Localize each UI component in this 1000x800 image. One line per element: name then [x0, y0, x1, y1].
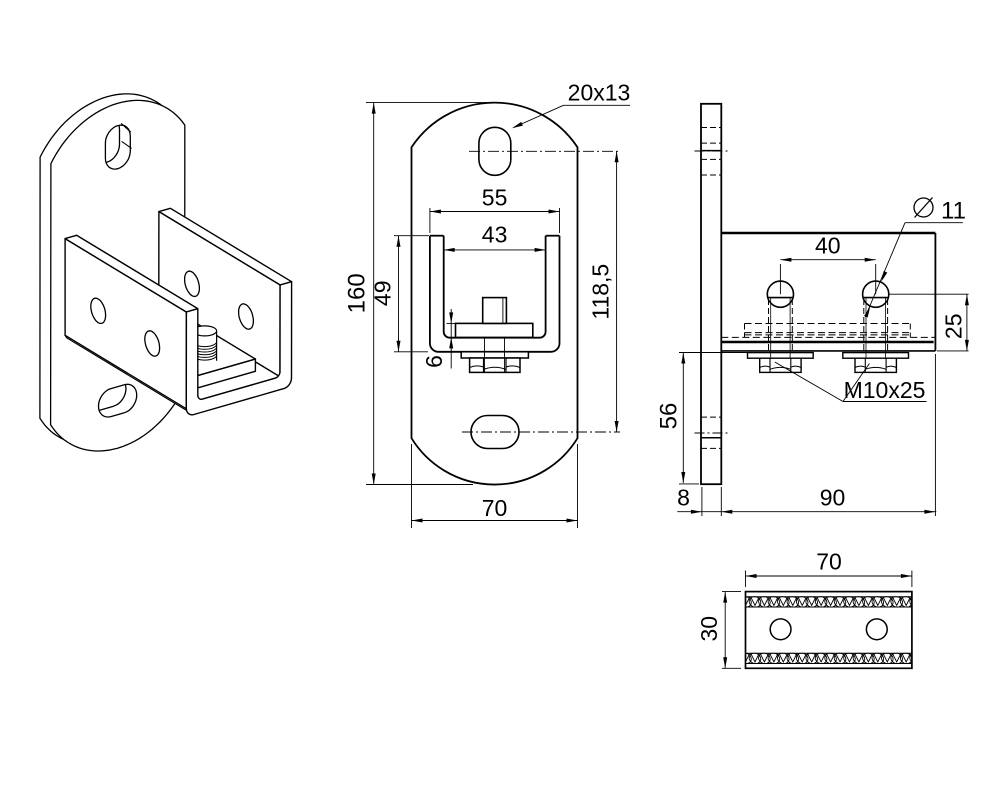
- svg-text:20x13: 20x13: [568, 80, 631, 106]
- svg-text:56: 56: [656, 403, 683, 430]
- svg-text:118,5: 118,5: [588, 264, 614, 320]
- svg-text:M10x25: M10x25: [844, 377, 926, 403]
- svg-text:8: 8: [677, 485, 690, 511]
- svg-text:160: 160: [344, 273, 371, 313]
- svg-text:49: 49: [370, 281, 396, 307]
- svg-text:70: 70: [482, 495, 508, 521]
- svg-text:43: 43: [482, 221, 508, 247]
- svg-text:55: 55: [482, 185, 508, 211]
- svg-text:40: 40: [815, 233, 841, 259]
- svg-text:25: 25: [941, 314, 967, 340]
- svg-text:90: 90: [820, 485, 846, 511]
- svg-text:11: 11: [941, 198, 966, 225]
- svg-text:30: 30: [696, 616, 722, 642]
- svg-text:6: 6: [421, 355, 447, 368]
- svg-text:70: 70: [816, 549, 842, 575]
